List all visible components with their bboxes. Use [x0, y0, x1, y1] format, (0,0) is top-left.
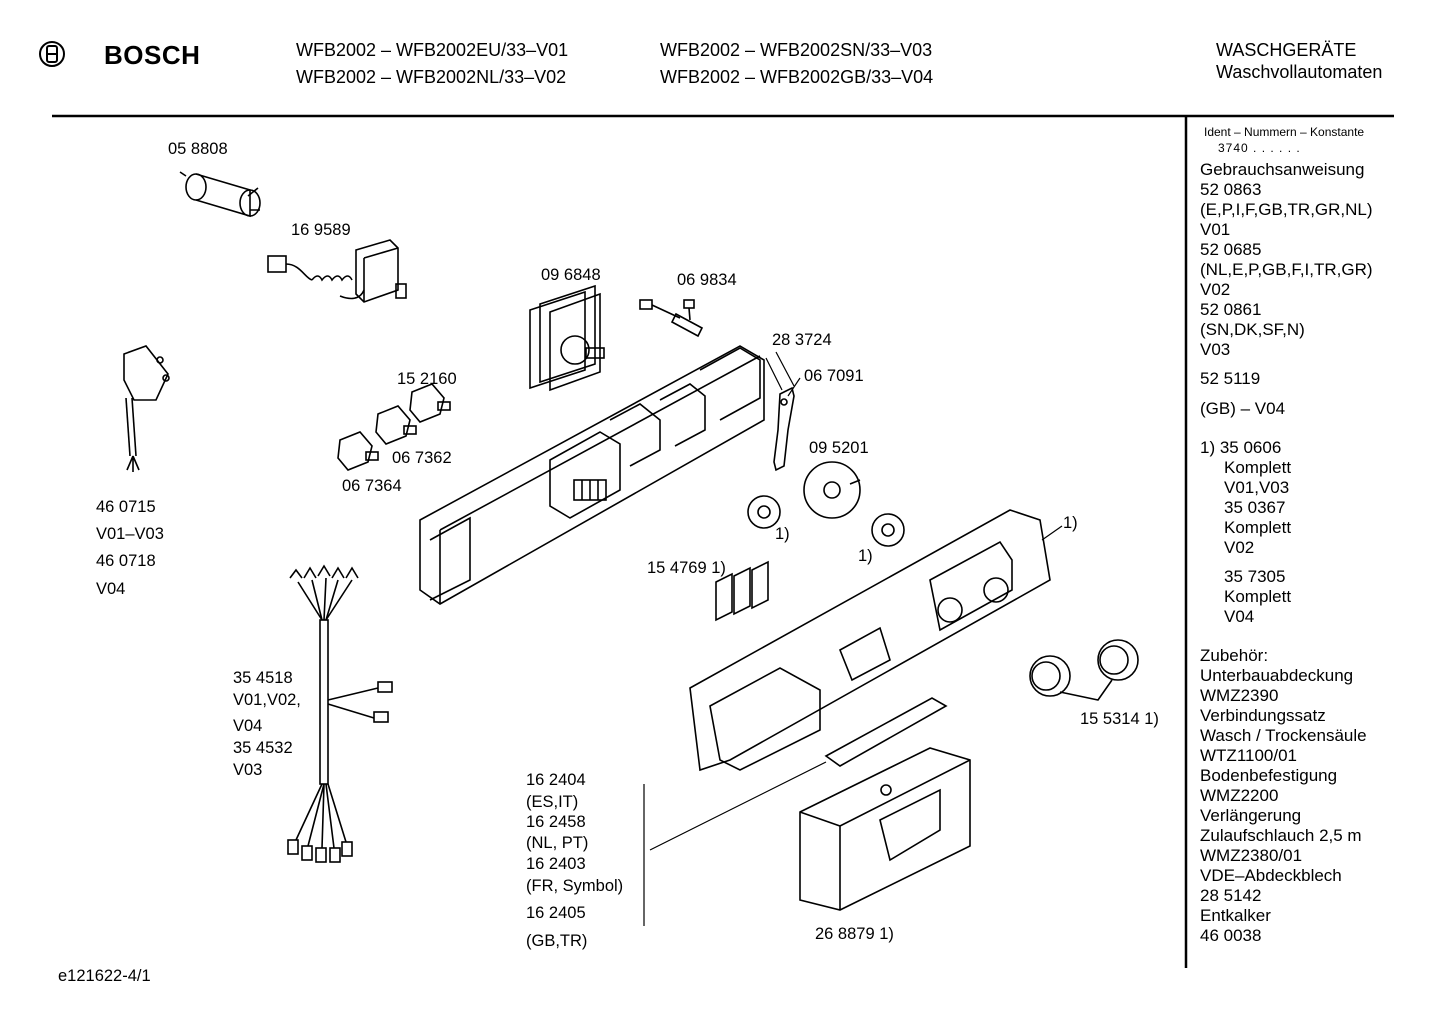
cord-label-3: 46 0718 [96, 552, 156, 570]
harness-label-4: 35 4532 [233, 739, 293, 757]
sidebar-accessories: Zubehör: Unterbauabdeckung WMZ2390 Verbi… [1200, 646, 1367, 945]
knob-plate-icon [747, 461, 905, 547]
harness-label-1: 35 4518 [233, 669, 293, 687]
category-subtitle: Waschvollautomaten [1216, 62, 1383, 82]
part-label-058808: 05 8808 [168, 140, 228, 158]
part-label-069834: 06 9834 [677, 271, 737, 289]
harness-label-3: V04 [233, 717, 263, 735]
harness-label-5: V03 [233, 761, 263, 779]
knobs-icon [1029, 639, 1139, 701]
category-title: WASCHGERÄTE [1216, 40, 1357, 60]
sidebar-komplett-note-2: 35 7305 Komplett V04 [1224, 567, 1292, 626]
part-label-283724: 28 3724 [772, 331, 832, 349]
cord-label-2: V01–V03 [96, 525, 164, 543]
wire-harness-icon [287, 564, 393, 863]
display-strip-icon [824, 697, 948, 767]
part-label-169589: 16 9589 [291, 221, 351, 239]
sidebar-line-b: 52 5119 [1200, 369, 1261, 388]
model-line-4: WFB2002 – WFB2002GB/33–V04 [660, 67, 934, 87]
part-label-268879: 26 8879 1) [815, 925, 894, 943]
part-label-096848: 09 6848 [541, 266, 601, 284]
cord-label-1: 46 0715 [96, 498, 156, 516]
part-label-152160: 15 2160 [397, 370, 457, 388]
part-label-155314: 15 5314 1) [1080, 710, 1159, 728]
control-housing-icon [419, 345, 765, 605]
model-line-3: WFB2002 – WFB2002SN/33–V03 [660, 40, 933, 60]
detergent-drawer-icon [799, 747, 971, 911]
note-label-1: 1) [775, 525, 790, 543]
sidebar-block-a: Gebrauchsanweisung 52 0863 (E,P,I,F,GB,T… [1200, 160, 1373, 359]
panel-label-2: (ES,IT) [526, 793, 579, 811]
brand-name: BOSCH [104, 40, 201, 70]
panel-label-7: 16 2405 [526, 904, 586, 922]
panel-label-3: 16 2458 [526, 813, 586, 831]
sidebar-komplett-note: 1) 35 0606 Komplett V01,V03 35 0367 Komp… [1200, 438, 1292, 557]
cord-label-4: V04 [96, 580, 126, 598]
ident-title: Ident – Nummern – Konstante [1204, 125, 1365, 139]
ident-value: 3740 . . . . . . [1218, 141, 1301, 155]
harness-label-2: V01,V02, [233, 691, 301, 709]
indicator-lamp-icon [639, 299, 704, 338]
buttons-icon [715, 560, 769, 622]
capacitor-icon [179, 171, 261, 218]
bracket-icon [773, 386, 795, 472]
drawing-code: e121622-4/1 [58, 967, 151, 985]
program-switch-icon [529, 284, 605, 392]
part-label-095201: 09 5201 [809, 439, 869, 457]
panel-label-5: 16 2403 [526, 855, 586, 873]
bosch-logo-icon [38, 40, 66, 68]
part-label-067362: 06 7362 [392, 449, 452, 467]
part-label-067364: 06 7364 [342, 477, 402, 495]
panel-label-4: (NL, PT) [526, 834, 589, 852]
part-label-154769: 15 4769 1) [647, 559, 726, 577]
power-cord-icon [123, 345, 170, 472]
sidebar-line-c: (GB) – V04 [1200, 399, 1286, 418]
fascia-panel-icon [689, 509, 1051, 772]
note-label-3: 1) [1063, 514, 1078, 532]
model-line-2: WFB2002 – WFB2002NL/33–V02 [296, 67, 567, 87]
panel-label-6: (FR, Symbol) [526, 877, 624, 895]
panel-label-8: (GB,TR) [526, 932, 588, 950]
part-label-067091: 06 7091 [804, 367, 864, 385]
push-switch-icon [337, 383, 451, 471]
panel-label-1: 16 2404 [526, 771, 586, 789]
thermostat-icon [267, 239, 407, 303]
model-line-1: WFB2002 – WFB2002EU/33–V01 [296, 40, 569, 60]
note-label-2: 1) [858, 547, 873, 565]
